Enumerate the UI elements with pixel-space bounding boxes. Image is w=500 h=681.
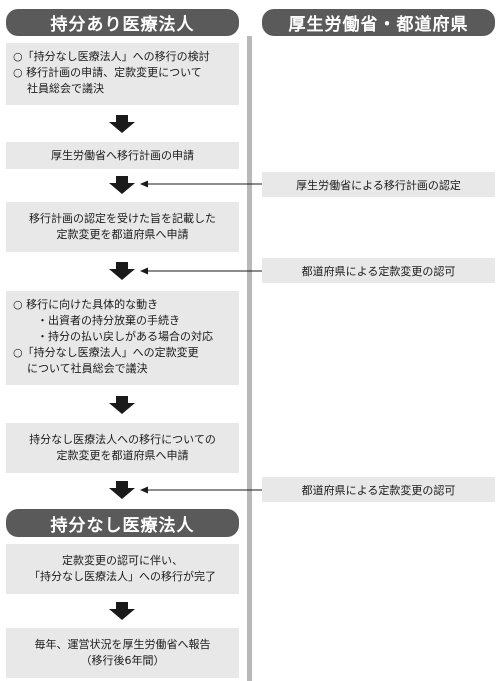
down-arrow-5 [109,481,135,499]
gov-plan-certification-label: 厚生労働省による移行計画の認定 [296,178,461,192]
down-arrow-3 [109,262,135,280]
step-5-line-2: 定款変更を都道府県へ申請 [56,449,189,462]
step-1-line-1: ○「持分なし医療法人」への移行の検討 [13,50,210,63]
step-3-line-1: 移行計画の認定を受けた旨を記載した [29,212,216,225]
header-mochibun-ari-label: 持分あり医療法人 [50,15,195,35]
down-arrow-2 [109,176,135,194]
header-government-label: 厚生労働省・都道府県 [288,15,469,35]
gov-articles-approval-1: 都道府県による定款変更の認可 [262,258,495,283]
step-4-line-3: ・持分の払い戻しがある場合の対応 [37,330,213,343]
left-arrow-2 [140,267,262,275]
gov-articles-approval-2: 都道府県による定款変更の認可 [262,477,495,502]
step-1-line-3: 社員総会で議決 [27,82,104,95]
step-3-line-2: 定款変更を都道府県へ申請 [56,228,189,241]
step-6-line-2: 「持分なし医療法人」への移行が完了 [29,570,216,583]
left-arrow-1 [140,180,262,188]
step-4-line-4: ○「持分なし医療法人」への定款変更 [13,346,199,359]
step-7-line-1: 毎年、運営状況を厚生労働省へ報告 [34,638,211,651]
step-4-line-2: ・出資者の持分放棄の手続き [37,314,180,327]
down-arrow-4 [109,396,135,414]
header-mochibun-ari: 持分あり医療法人 [6,9,239,36]
step-6-line-1: 定款変更の認可に伴い、 [62,554,183,567]
step-plan-application: 厚生労働省へ移行計画の申請 [6,142,239,169]
step-consider-transition: ○「持分なし医療法人」への移行の検討 ○ 移行計画の申請、定款変更について 社員… [6,43,239,105]
step-1-line-2: ○ 移行計画の申請、定款変更について [13,66,202,79]
left-arrow-3 [140,486,262,494]
step-7-line-2: （移行後6年間） [80,654,165,667]
step-articles-change-1: 移行計画の認定を受けた旨を記載した 定款変更を都道府県へ申請 [6,202,239,252]
header-government: 厚生労働省・都道府県 [262,9,495,36]
step-4-line-5: について社員総会で議決 [27,362,148,375]
gov-articles-approval-1-label: 都道府県による定款変更の認可 [301,264,456,278]
step-5-line-1: 持分なし医療法人への移行についての [29,433,216,446]
step-articles-change-2: 持分なし医療法人への移行についての 定款変更を都道府県へ申請 [6,423,239,473]
down-arrow-1 [109,115,135,133]
header-mochibun-nashi-label: 持分なし医療法人 [50,515,195,536]
gov-plan-certification: 厚生労働省による移行計画の認定 [262,172,495,197]
down-arrow-6 [109,602,135,620]
step-4-line-1: ○ 移行に向けた具体的な動き [13,298,159,311]
header-mochibun-nashi: 持分なし医療法人 [6,509,239,537]
step-transition-complete: 定款変更の認可に伴い、 「持分なし医療法人」への移行が完了 [6,544,239,594]
step-concrete-actions: ○ 移行に向けた具体的な動き ・出資者の持分放棄の手続き ・持分の払い戻しがある… [6,291,239,385]
column-divider [247,36,252,681]
gov-articles-approval-2-label: 都道府県による定款変更の認可 [301,483,456,497]
step-annual-report: 毎年、運営状況を厚生労働省へ報告 （移行後6年間） [6,628,239,678]
step-2-line-1: 厚生労働省へ移行計画の申請 [51,148,194,162]
